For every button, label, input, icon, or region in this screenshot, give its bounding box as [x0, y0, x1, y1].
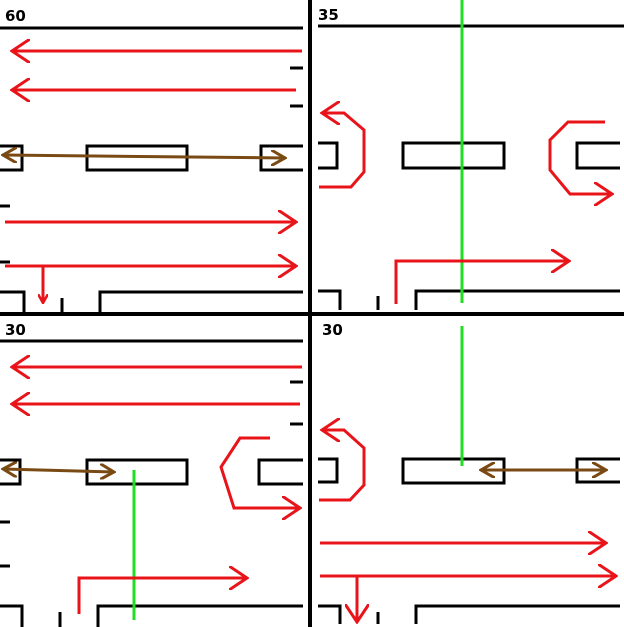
two-way-arrow [3, 469, 114, 472]
phase-duration-label: 60 [5, 7, 26, 25]
road-geometry [0, 26, 303, 312]
through-movement-arrows [319, 113, 612, 304]
u-turn-arrow [319, 113, 366, 189]
through-movement-arrows [319, 430, 616, 622]
through-movement-arrows [12, 367, 302, 614]
phase-duration-label: 35 [318, 6, 339, 24]
left-turn-arrow [394, 261, 569, 304]
left-turn-arrow [77, 578, 247, 614]
phase-duration-label: 30 [322, 321, 343, 339]
median-island [401, 141, 506, 170]
u-turn-arrow [548, 120, 612, 194]
phase-panel-1 [0, 26, 303, 312]
through-movement-arrows [5, 51, 302, 303]
u-turn-arrow [319, 430, 366, 502]
phase-panel-3 [0, 339, 303, 627]
two-way-arrow [3, 155, 285, 158]
u-turn-arrow [219, 436, 300, 508]
phase-duration-label: 30 [5, 321, 26, 339]
phase-panel-4 [318, 326, 620, 624]
road-geometry [0, 339, 303, 627]
road-geometry [318, 24, 624, 310]
phase-panel-2 [318, 0, 624, 310]
